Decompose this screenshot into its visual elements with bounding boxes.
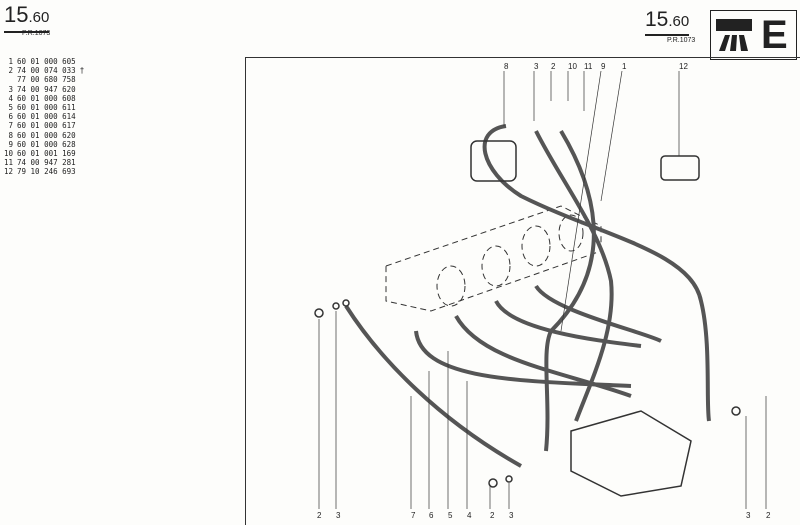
parts-list-row: 5 60 01 000 611 — [4, 103, 84, 112]
part-item: 4 — [8, 93, 13, 103]
callout-number: 9 — [601, 62, 606, 71]
part-ref: 77 00 680 758 — [17, 75, 76, 85]
callout-number: 7 — [411, 511, 416, 520]
part-item: 6 — [8, 112, 13, 122]
brake-pipe-icon — [716, 19, 752, 51]
callout-number: 6 — [429, 511, 434, 520]
brake-pipes — [344, 124, 711, 468]
diagram-drawing — [314, 70, 767, 509]
part-item: 12 — [4, 167, 14, 177]
master-cylinder-outline — [385, 205, 602, 312]
callout-number: 3 — [336, 511, 341, 520]
callout-number: 12 — [679, 62, 688, 71]
section-logo: E — [710, 10, 797, 60]
page-number-right: 15.60 — [645, 8, 690, 36]
parts-list-row: 1 60 01 000 605 — [4, 57, 84, 66]
parts-list-row: 2 74 00 074 033† — [4, 66, 84, 75]
part-item: 5 — [8, 103, 13, 113]
callout-number: 5 — [448, 511, 453, 520]
section-letter: E — [761, 13, 788, 57]
part-ref: 74 00 947 620 — [17, 84, 76, 94]
part-item: 10 — [4, 149, 14, 159]
part-ref: 74 00 947 281 — [17, 158, 76, 168]
callout-number: 2 — [551, 62, 556, 71]
pr-ref-right: P.R.1073 — [667, 37, 696, 44]
parts-list-row: 6 60 01 000 614 — [4, 112, 84, 121]
callout-number: 8 — [504, 62, 509, 71]
part-ref: 60 01 000 628 — [17, 139, 76, 149]
part-ref: 60 01 000 605 — [17, 57, 76, 66]
part-item: 8 — [8, 130, 13, 140]
part-ref: 74 00 074 033 — [17, 66, 76, 76]
parts-list: 1 60 01 000 605 2 74 00 074 033†77 00 680 7… — [4, 57, 84, 177]
callout-number: 3 — [509, 511, 514, 520]
parts-list-row: 7 60 01 000 617 — [4, 121, 84, 130]
part-item: 3 — [8, 84, 13, 94]
page-sub: .60 — [668, 13, 690, 30]
part-ref: 60 01 000 611 — [17, 103, 76, 113]
part-ref: 60 01 000 608 — [17, 93, 76, 103]
pr-ref-left: P.R.1073 — [22, 30, 51, 37]
part-item: 11 — [4, 158, 14, 168]
parts-list-row: 8 60 01 000 620 — [4, 131, 84, 140]
callout-number: 3 — [746, 511, 751, 520]
callout-number: 2 — [490, 511, 495, 520]
page-main: 15 — [4, 2, 29, 27]
part-ref: 60 01 000 617 — [17, 121, 76, 131]
part-ref: 79 10 246 693 — [17, 167, 76, 177]
parts-list-row: 3 74 00 947 620 — [4, 85, 84, 94]
part-item: 2 — [8, 66, 13, 76]
part-ref: 60 01 000 614 — [17, 112, 76, 122]
fittings — [314, 140, 741, 497]
parts-list-row: 77 00 680 758 — [4, 75, 84, 84]
parts-list-row: 4 60 01 000 608 — [4, 94, 84, 103]
part-item: 7 — [8, 121, 13, 131]
part-mark: † — [79, 66, 85, 76]
callout-number: 2 — [766, 511, 771, 520]
part-item: 1 — [8, 57, 13, 66]
callout-number: 3 — [534, 62, 539, 71]
part-item — [4, 75, 13, 84]
callout-number: 10 — [568, 62, 577, 71]
page-number-left: 15.60 — [4, 2, 50, 33]
callout-number: 2 — [317, 511, 322, 520]
part-ref: 60 01 001 169 — [17, 149, 76, 159]
part-item: 9 — [8, 139, 13, 149]
leader-lines — [318, 70, 767, 509]
callout-number: 11 — [584, 62, 593, 71]
page-main: 15 — [645, 8, 669, 31]
part-ref: 60 01 000 620 — [17, 130, 76, 140]
parts-list-row: 9 60 01 000 628 — [4, 140, 84, 149]
callout-number: 1 — [622, 62, 627, 71]
callout-number: 4 — [467, 511, 472, 520]
page-sub: .60 — [28, 9, 50, 26]
